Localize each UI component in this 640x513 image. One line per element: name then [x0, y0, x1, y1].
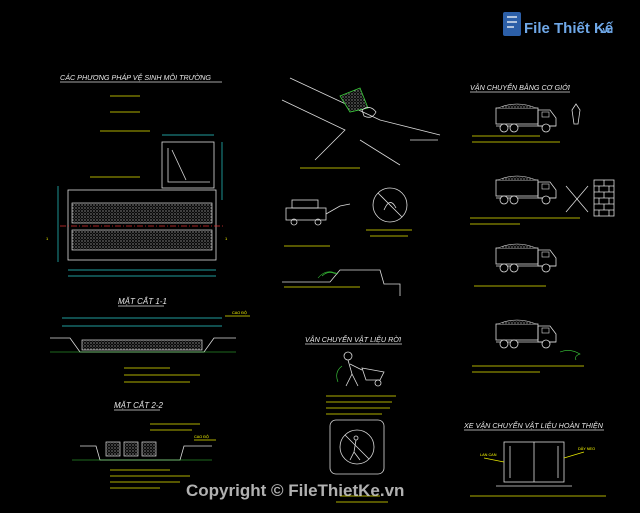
brick-wall	[593, 179, 615, 217]
logo-icon	[503, 12, 521, 36]
prohibited-cross	[565, 185, 589, 213]
right-panel: VẬN CHUYỂN BẰNG CƠ GIỚI XE VẬN CHUYỂN VẬ…	[463, 83, 615, 497]
worker-wheelbarrow	[336, 351, 385, 387]
center-panel-title: VẬN CHUYỂN VẬT LIỆU RỜI	[305, 335, 401, 344]
right-panel-title-bottom: XE VẬN CHUYỂN VẬT LIỆU HOÀN THIỆN	[463, 421, 604, 430]
copyright-watermark: Copyright © FileThietKe.vn	[186, 481, 404, 500]
center-panel: VẬN CHUYỂN VẬT LIỆU RỜI	[281, 77, 441, 503]
inlet-plan	[161, 141, 215, 189]
truck-4	[495, 319, 557, 349]
pit-plan	[67, 189, 217, 261]
dust-site	[339, 87, 369, 113]
no-pedestrian-sign	[329, 419, 385, 475]
logo-text: File Thiết Kế	[524, 20, 614, 37]
flatbed-truck	[483, 441, 585, 487]
svg-text:CAO ĐỘ: CAO ĐỘ	[232, 310, 247, 315]
svg-text:LAN CAN: LAN CAN	[480, 453, 497, 457]
svg-text:CAO ĐỘ: CAO ĐỘ	[194, 434, 209, 439]
sweeper-vehicle	[285, 199, 351, 226]
section-1-title: MẶT CẮT 1-1	[118, 297, 167, 306]
right-panel-title-top: VẬN CHUYỂN BẰNG CƠ GIỚI	[470, 83, 570, 92]
left-panel: CÁC PHƯƠNG PHÁP VỆ SINH MÔI TRƯỜNG 1 1 M…	[46, 73, 250, 489]
logo-suffix: .vn	[600, 25, 613, 35]
truck-3	[495, 243, 557, 273]
section-2-title: MẶT CẮT 2-2	[114, 401, 163, 410]
no-burning-sign	[372, 187, 408, 223]
left-panel-title: CÁC PHƯƠNG PHÁP VỆ SINH MÔI TRƯỜNG	[60, 73, 211, 82]
svg-text:DÂY NEO: DÂY NEO	[578, 446, 595, 451]
truck-2	[495, 175, 557, 205]
file-thiet-ke-logo: File Thiết Kế .vn	[503, 12, 614, 37]
truck-1	[495, 103, 557, 133]
svg-text:1: 1	[225, 236, 228, 241]
svg-text:1: 1	[46, 236, 49, 241]
